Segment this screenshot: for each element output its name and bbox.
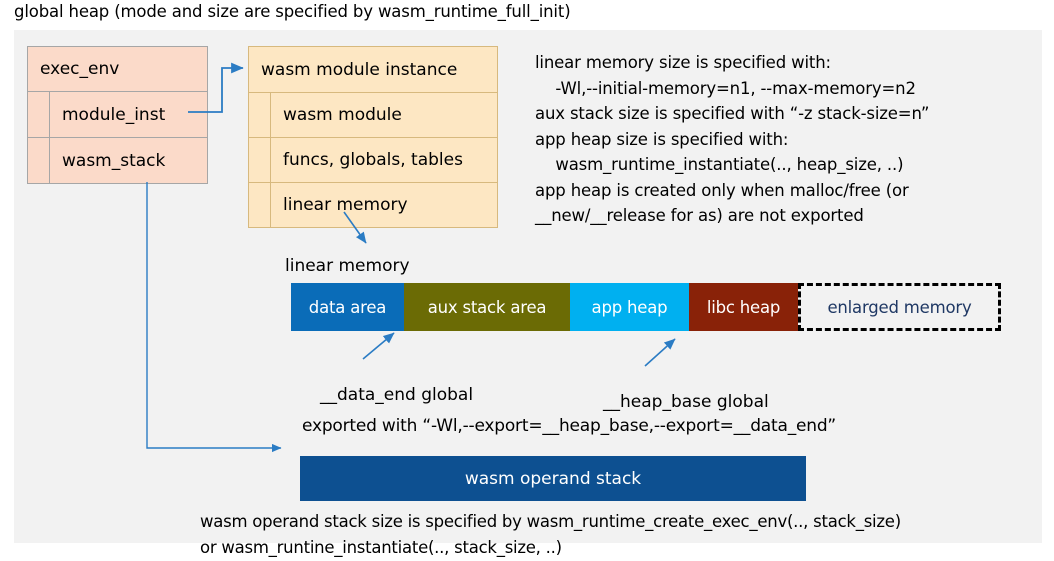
diagram-root: global heap (mode and size are specified… (14, 2, 1042, 557)
wasm-module-instance-box: wasm module instance wasm module funcs, … (248, 46, 498, 228)
indent-spacer (28, 138, 50, 183)
exec-env-field-wasm-stack-label: wasm_stack (62, 150, 166, 171)
memory-segment-libc-heap-label: libc heap (706, 297, 781, 317)
memory-segment-enlarged-memory[interactable]: enlarged memory (798, 283, 1001, 331)
memory-segment-data-area-label: data area (308, 297, 387, 317)
data-end-annotation: __data_end global (320, 385, 474, 405)
export-flags-annotation: exported with “-Wl,--export=__heap_base,… (302, 416, 837, 436)
diagram-canvas: exec_env module_inst wasm_stack wasm mod… (14, 30, 1042, 557)
exec-env-field-wasm-stack[interactable]: wasm_stack (27, 138, 208, 184)
exec-env-box: exec_env module_inst wasm_stack (27, 46, 208, 184)
module-instance-header: wasm module instance (248, 46, 498, 93)
wasm-operand-stack-label: wasm operand stack (464, 468, 642, 489)
operand-stack-note: wasm operand stack size is specified by … (200, 512, 901, 557)
page-title: global heap (mode and size are specified… (14, 2, 571, 21)
indent-spacer (28, 92, 50, 137)
module-instance-field-funcs-globals-tables[interactable]: funcs, globals, tables (248, 138, 498, 183)
memory-configuration-note: linear memory size is specified with: -W… (535, 53, 930, 225)
linear-memory-caption: linear memory (285, 256, 410, 276)
memory-segment-data-area[interactable]: data area (291, 283, 404, 331)
exec-env-field-module-inst-label: module_inst (62, 104, 166, 125)
linear-memory-bar: data area aux stack area app heap libc h… (291, 283, 1001, 331)
exec-env-field-module-inst[interactable]: module_inst (27, 92, 208, 138)
memory-segment-app-heap-label: app heap (591, 297, 668, 317)
exec-env-header-label: exec_env (40, 59, 120, 79)
module-instance-field-funcs-globals-tables-label: funcs, globals, tables (283, 150, 463, 170)
exec-env-header: exec_env (27, 46, 208, 92)
memory-segment-aux-stack-area[interactable]: aux stack area (404, 283, 570, 331)
wasm-operand-stack-bar[interactable]: wasm operand stack (300, 456, 806, 501)
memory-segment-libc-heap[interactable]: libc heap (689, 283, 798, 331)
indent-spacer (249, 183, 271, 227)
memory-segment-enlarged-memory-label: enlarged memory (827, 297, 972, 317)
module-instance-field-linear-memory[interactable]: linear memory (248, 183, 498, 228)
indent-spacer (249, 93, 271, 137)
memory-segment-app-heap[interactable]: app heap (570, 283, 689, 331)
module-instance-header-label: wasm module instance (261, 59, 458, 80)
module-instance-field-wasm-module-label: wasm module (283, 105, 402, 125)
indent-spacer (249, 138, 271, 182)
memory-segment-aux-stack-area-label: aux stack area (427, 297, 547, 317)
module-instance-field-linear-memory-label: linear memory (283, 195, 408, 215)
heap-base-annotation: __heap_base global (603, 392, 769, 412)
module-instance-field-wasm-module[interactable]: wasm module (248, 93, 498, 138)
